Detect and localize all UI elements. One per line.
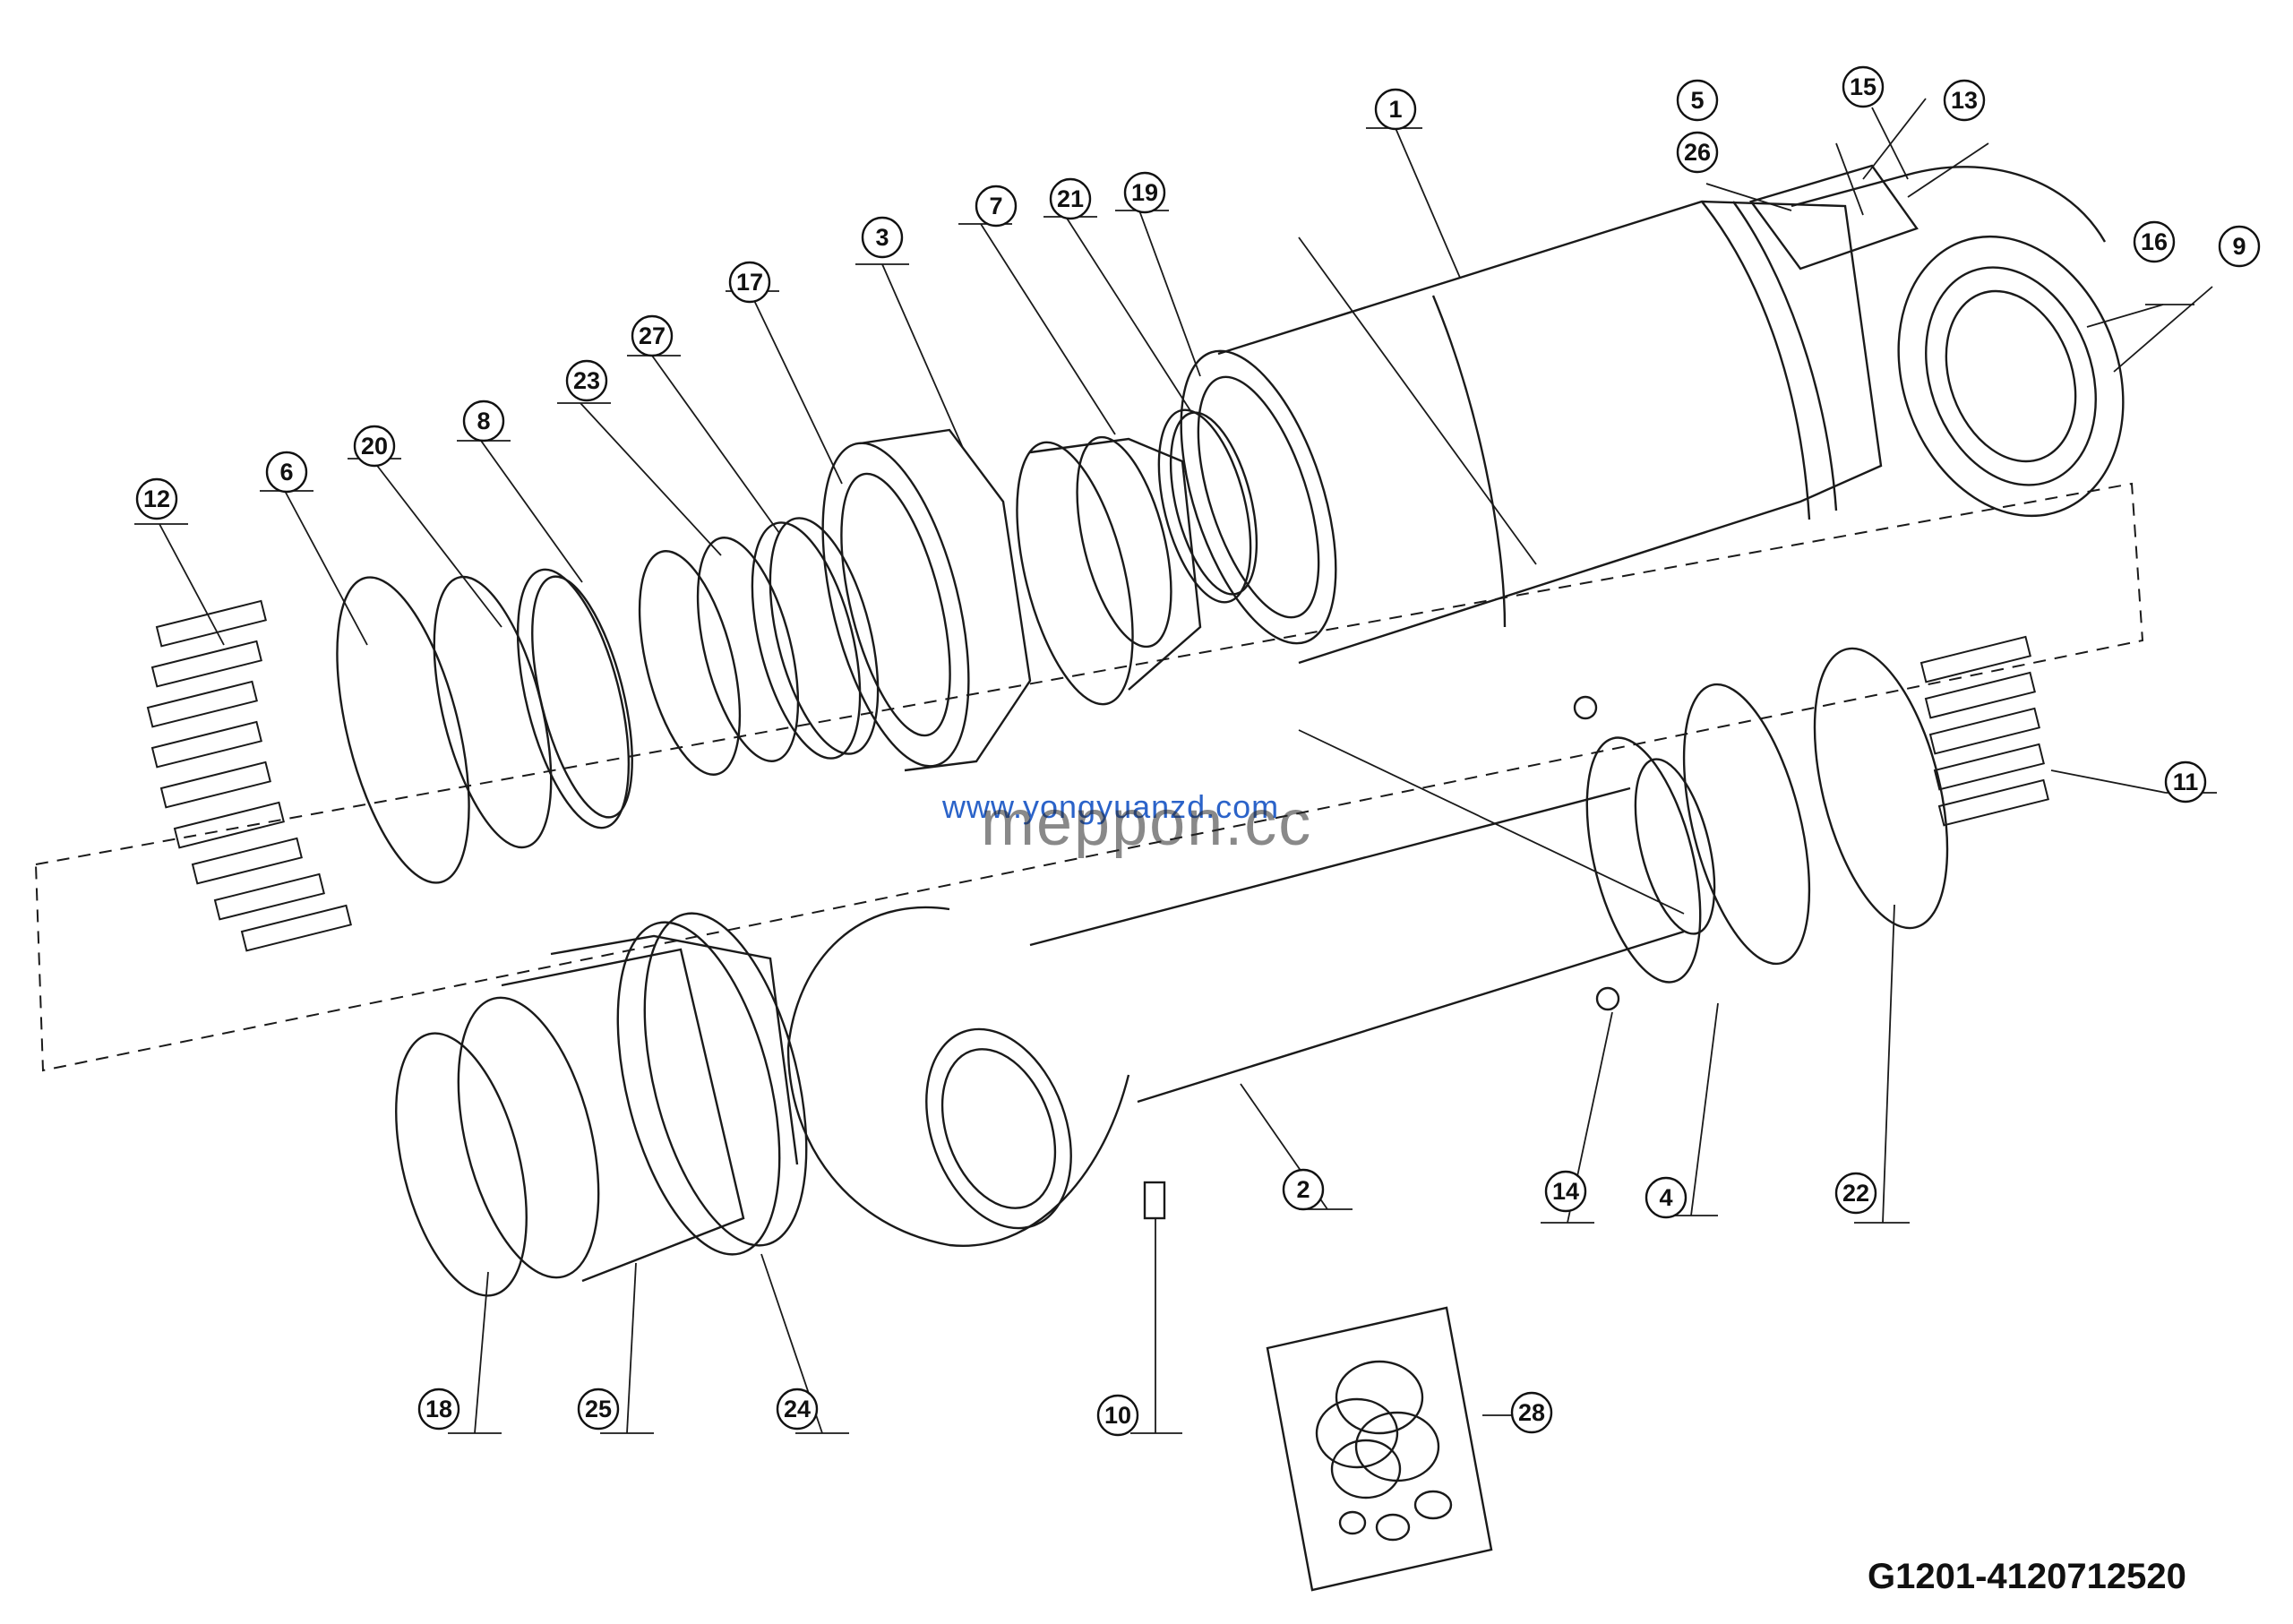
callout-21: 21 [1057,185,1084,212]
cylinder-barrel [1180,164,2125,665]
callout-4: 4 [1659,1184,1672,1211]
watermark-url: www.yongyuanzd.com [942,788,1280,825]
seal-kit-bag [1266,1306,1493,1592]
callout-16: 16 [2141,228,2168,255]
grease-nipple [1143,1181,1166,1220]
callout-8-circle [462,400,505,443]
callout-6: 6 [279,459,293,485]
callout-9-circle [2218,225,2261,268]
leader-lines [134,98,2217,1434]
callout-22-circle [1834,1172,1877,1215]
callout-5-circle [1676,79,1719,122]
callout-7-circle [975,185,1018,228]
callout-17: 17 [736,269,763,296]
callout-26: 26 [1684,139,1711,166]
callout-26-circle [1676,131,1719,174]
assembly-axis-dashed [34,482,2144,1072]
callout-28: 28 [1518,1399,1545,1426]
callout-24: 24 [784,1396,811,1422]
piston-rod [786,647,1949,1248]
callout-14-circle [1544,1170,1587,1213]
callout-25-circle [577,1388,620,1431]
callout-11-circle [2164,760,2207,803]
callout-5: 5 [1690,87,1704,114]
bolt-set-12 [146,599,352,952]
callout-28-circle [1510,1391,1553,1434]
bolt-set-11 [1919,635,2049,827]
callout-13: 13 [1951,87,1978,114]
callout-25: 25 [585,1396,612,1422]
callout-1-circle [1374,88,1417,131]
callout-27: 27 [639,322,666,349]
callout-24-circle [776,1388,819,1431]
callout-6-circle [265,451,308,494]
callout-27-circle [631,314,674,357]
callout-22: 22 [1842,1180,1869,1207]
callout-18-circle [417,1388,460,1431]
callout-13-circle [1943,79,1986,122]
callout-15: 15 [1850,73,1876,100]
watermark-brand: meppon.cc [981,787,1313,859]
callout-12-circle [135,477,178,520]
callout-19-circle [1123,171,1166,214]
callout-8: 8 [477,408,490,434]
drawing-code: G1201-4120712520 [1868,1557,2186,1596]
callout-labels: 1 2 3 4 5 6 7 8 9 10 11 12 13 14 15 16 1… [143,73,2246,1429]
cylinder-head [821,428,1202,772]
callout-23: 23 [573,367,600,394]
callout-2: 2 [1296,1176,1310,1203]
callout-3-circle [861,216,904,259]
callout-9: 9 [2232,233,2246,260]
callout-2-circle [1282,1168,1325,1211]
callout-16-circle [2133,220,2176,263]
callout-11: 11 [2173,769,2199,795]
callout-4-circle [1645,1176,1688,1219]
callout-3: 3 [875,224,889,251]
callout-23-circle [565,359,608,402]
callout-7: 7 [989,193,1002,219]
callout-20: 20 [361,433,388,460]
callout-10: 10 [1104,1402,1131,1429]
callout-20-circle [353,425,396,468]
callouts [135,65,2261,1437]
callout-18: 18 [425,1396,452,1422]
callout-19: 19 [1131,179,1158,206]
callout-15-circle [1842,65,1885,108]
seal-rings [336,408,1258,884]
callout-12: 12 [143,485,170,512]
piston-assembly [395,912,808,1297]
callout-1: 1 [1388,96,1402,123]
callout-21-circle [1049,177,1092,220]
callout-10-circle [1096,1394,1139,1437]
callout-14: 14 [1552,1178,1579,1205]
callout-17-circle [728,261,771,304]
